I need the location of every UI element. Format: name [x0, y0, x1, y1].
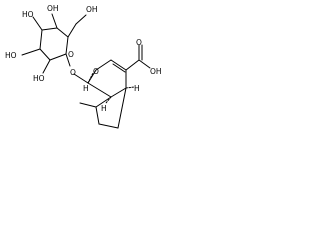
- glucose-ring: [21, 13, 87, 74]
- bond: [125, 59, 140, 71]
- bond: [65, 36, 69, 55]
- bond: [117, 87, 127, 129]
- bond: [110, 59, 127, 71]
- bond: [98, 123, 119, 129]
- bond: [87, 69, 97, 84]
- bond: [51, 13, 58, 29]
- oh-label-left: HO: [5, 51, 17, 60]
- bond: [65, 53, 71, 67]
- stereo-bond: [87, 72, 94, 84]
- bond: [42, 59, 51, 74]
- oh-label-bottom: HO: [33, 74, 45, 83]
- acid-oxygen-label: O: [136, 38, 142, 47]
- bond: [95, 106, 100, 125]
- bond: [138, 59, 151, 69]
- bond: [95, 59, 112, 71]
- bond: [87, 82, 112, 98]
- bond: [39, 48, 51, 61]
- bond: [67, 23, 77, 38]
- structure-canvas: OH OH HO HO HO O O O O OH H H H: [0, 0, 179, 140]
- iridoid-core: [73, 44, 151, 129]
- chemical-structure-diagram: OH OH HO HO HO O O O O OH H H H: [5, 4, 162, 129]
- stereo-h-label-bottom: H: [101, 104, 107, 113]
- bond: [110, 87, 127, 98]
- bond: [32, 16, 43, 31]
- double-bond: [112, 63, 126, 73]
- stereo-h-label-top: H: [83, 84, 89, 93]
- acid-oh-label: OH: [150, 67, 162, 76]
- oh-label-top-left: HO: [22, 10, 34, 19]
- atom-labels: OH OH HO HO HO O O O O OH H H H: [5, 4, 162, 113]
- sugar-ring-oxygen-label: O: [68, 50, 74, 59]
- glycosidic-oxygen-label: O: [70, 68, 76, 77]
- bond: [21, 48, 41, 56]
- bond: [39, 29, 43, 50]
- pyran-oxygen-label: O: [93, 67, 99, 76]
- bond: [75, 14, 87, 25]
- bond: [41, 27, 58, 31]
- bond: [95, 96, 112, 108]
- bond: [49, 53, 67, 61]
- stereo-bond: [125, 86, 135, 89]
- stereo-bond: [105, 96, 112, 104]
- stereo-h-label-right: H: [134, 84, 140, 93]
- ch2oh-label: OH: [86, 5, 98, 14]
- bond: [73, 73, 89, 84]
- bond: [56, 27, 69, 38]
- oh-label-top: OH: [47, 4, 59, 13]
- methyl-bond: [79, 102, 97, 108]
